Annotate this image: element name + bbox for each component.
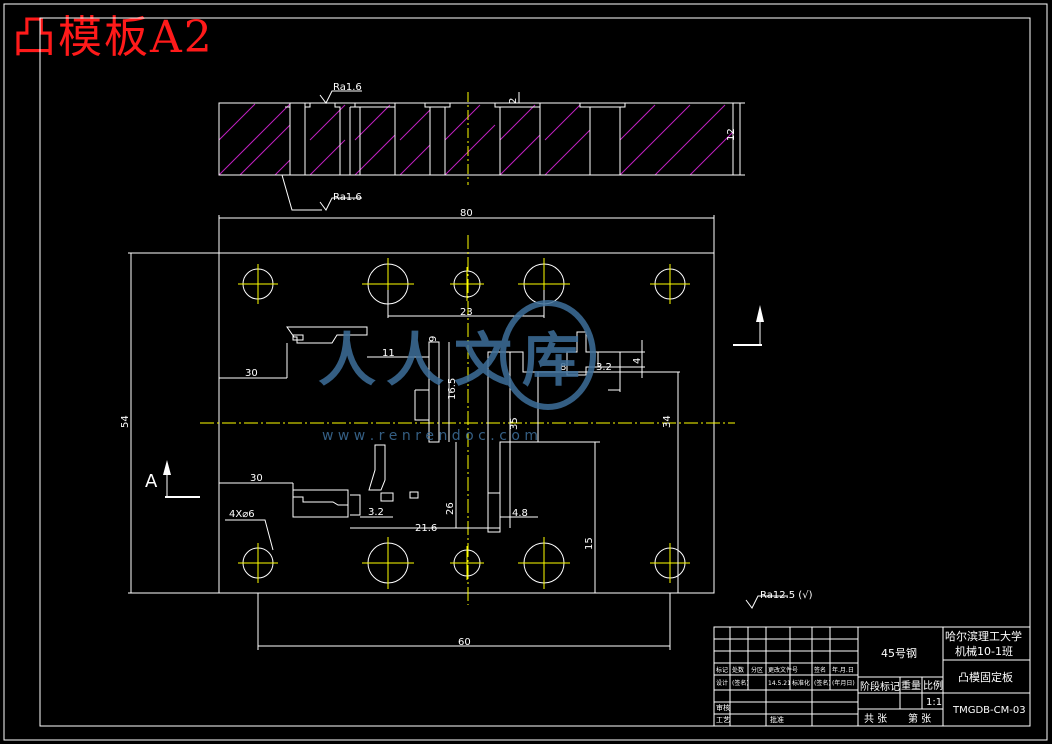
- drawing-title: 凸模板A2: [12, 12, 214, 63]
- school: 哈尔滨理工大学: [945, 629, 1022, 643]
- row-label-mark: 标记: [716, 666, 728, 674]
- inner-border: [39, 17, 1031, 727]
- dim-d60: 60: [458, 637, 471, 648]
- dim-d23: 23: [460, 307, 473, 318]
- weight-label: 重量: [901, 679, 921, 692]
- row2-date2: (年月日): [832, 679, 855, 687]
- dim-d35: 35: [509, 417, 520, 430]
- roughness-general: Ra12.5 (√): [760, 590, 813, 601]
- section-marker-left: A: [145, 460, 200, 498]
- roughness-bottom: Ra1.6: [333, 192, 362, 203]
- dim-d30b: 30: [250, 473, 263, 484]
- plan-view: 80 54: [120, 208, 764, 650]
- row2-design: 设计: [716, 679, 728, 687]
- drawing-no: TMGDB-CM-03: [952, 705, 1026, 716]
- row2-sign2: (签名): [814, 679, 831, 687]
- stage-label: 阶段标记: [860, 680, 900, 693]
- title-block: [713, 626, 1031, 727]
- part-name: 凸模固定板: [958, 670, 1013, 684]
- dim-d4: 4: [632, 358, 643, 364]
- dim-d30a: 30: [245, 368, 258, 379]
- ratio-label: 比例: [923, 679, 943, 692]
- row-label-change: 更改文件号: [768, 666, 798, 674]
- checker-label: 审核: [716, 703, 730, 712]
- outer-border: [3, 3, 1048, 741]
- dim-d34: 34: [662, 415, 673, 428]
- row-label-count: 处数: [732, 666, 744, 674]
- row2-standard: 标准化: [792, 679, 810, 687]
- watermark: 人人文库 w w w . r e n r e n d o c . c o m: [318, 300, 596, 444]
- dim-d11: 11: [382, 348, 395, 359]
- watermark-text: 人人文库: [318, 326, 590, 394]
- process-label: 工艺: [716, 716, 730, 724]
- roughness-top: Ra1.6: [333, 82, 362, 93]
- dim-thickness: 12: [726, 128, 737, 141]
- hole-note: 4X⌀6: [229, 509, 255, 520]
- row2-sign: (签名): [732, 679, 749, 687]
- section-marker-right: [733, 305, 764, 346]
- dim-d26: 26: [445, 502, 456, 515]
- dim-d32a: 3.2: [596, 362, 612, 373]
- dim-d165: 16.5: [447, 378, 458, 400]
- section-label-a: A: [145, 471, 158, 492]
- title-block-text: 45号钢 哈尔滨理工大学 机械10-1班 凸模固定板 TMGDB-CM-03 阶…: [716, 629, 1026, 725]
- dim-step: 2: [508, 98, 519, 104]
- row-label-date: 年.月.日: [832, 666, 854, 674]
- dim-d48: 4.8: [512, 508, 528, 519]
- material: 45号钢: [881, 647, 917, 660]
- dim-d15: 15: [584, 537, 595, 550]
- total-sheets: 共 张: [864, 713, 887, 725]
- dim-d32b: 3.2: [368, 507, 384, 518]
- row-label-zone: 分区: [751, 666, 763, 674]
- dim-d216: 21.6: [415, 523, 437, 534]
- dim-width: 80: [460, 208, 473, 219]
- row-label-sign: 签名: [814, 666, 826, 674]
- watermark-url: w w w . r e n r e n d o c . c o m: [322, 428, 538, 444]
- dim-height: 54: [120, 415, 131, 428]
- dim-d8: 8: [560, 362, 566, 373]
- dim-d9: 9: [428, 336, 439, 342]
- approve-label: 批准: [770, 715, 784, 724]
- sheet-no: 第 张: [908, 712, 931, 725]
- scale: 1:1: [926, 697, 942, 708]
- section-view: 12 2 Ra1.6 Ra1.6: [218, 82, 745, 211]
- row2-date: 14.5.21: [768, 680, 791, 687]
- class-name: 机械10-1班: [955, 644, 1013, 658]
